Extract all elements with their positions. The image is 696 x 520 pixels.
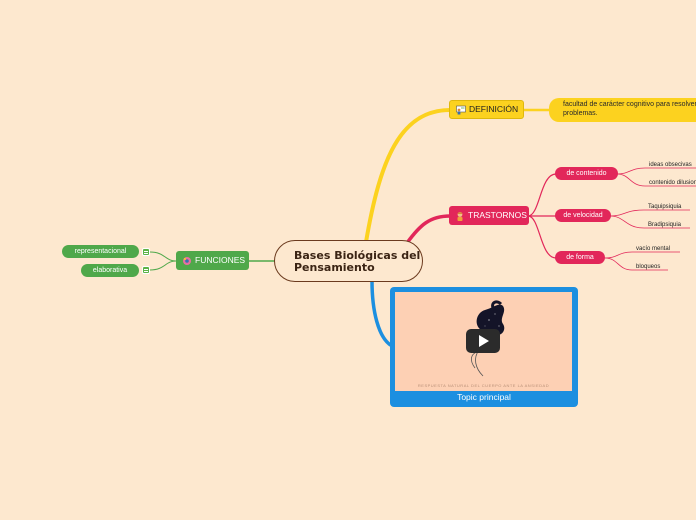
central-topic[interactable]: Bases Biológicas del Pensamiento (274, 240, 423, 282)
definicion-detail[interactable]: facultad de carácter cognitivo para reso… (549, 98, 696, 122)
link-video (370, 280, 394, 348)
video-caption: Topic principal (457, 392, 511, 402)
link-bloqueos (604, 257, 668, 271)
smoke-hand-illustration (471, 300, 505, 377)
video-thumbnail-text: RESPUESTA NATURAL DEL CUERPO ANTE LA ANS… (417, 383, 550, 388)
definicion-detail-text: facultad de carácter cognitivo para reso… (563, 101, 696, 117)
link-taqui (609, 209, 690, 217)
subtopic-de-forma[interactable]: de forma (555, 251, 605, 264)
leaf-ideas-obsecivas[interactable]: ideas obsecivas (649, 162, 692, 168)
topic-trastornos[interactable]: TRASTORNOS (449, 206, 529, 225)
person-board-icon (456, 105, 466, 114)
subtopic-elaborativa[interactable]: elaborativa (81, 264, 139, 277)
topic-funciones-label: FUNCIONES (195, 255, 246, 265)
topic-funciones[interactable]: FUNCIONES (176, 251, 249, 270)
link-representacional (149, 251, 177, 262)
topic-definicion-label: DEFINICIÓN (469, 104, 519, 114)
leaf-bradipsiquia[interactable]: Bradipsiquia (648, 222, 682, 228)
leaf-taquipsiquia[interactable]: Taquipsiquia (648, 204, 682, 210)
link-bradi (609, 215, 690, 229)
leaf-vacio-mental[interactable]: vacío mental (636, 246, 671, 252)
link-definicion (364, 108, 451, 243)
link-ideas (616, 167, 696, 175)
link-elaborativa (149, 260, 177, 271)
link-forma (527, 215, 557, 259)
video-topic[interactable]: RESPUESTA NATURAL DEL CUERPO ANTE LA ANS… (390, 287, 578, 407)
link-contenido (527, 173, 557, 217)
note-icon[interactable] (142, 248, 150, 256)
leaf-bloqueos[interactable]: bloqueos (636, 264, 661, 270)
link-vacio (604, 251, 680, 259)
subtopic-representacional[interactable]: representacional (62, 245, 139, 258)
brain-gear-icon (183, 256, 191, 265)
link-trastornos (405, 214, 451, 245)
person-confused-icon (457, 211, 463, 221)
topic-trastornos-label: TRASTORNOS (468, 210, 527, 220)
video-thumbnail[interactable]: RESPUESTA NATURAL DEL CUERPO ANTE LA ANS… (395, 292, 572, 391)
note-icon[interactable] (142, 266, 150, 274)
link-dilusional (616, 173, 696, 187)
subtopic-de-contenido[interactable]: de contenido (555, 167, 618, 180)
subtopic-de-velocidad[interactable]: de velocidad (555, 209, 611, 222)
leaf-contenido-dilusional[interactable]: contenido dilusional (649, 180, 696, 186)
play-icon[interactable] (466, 329, 500, 353)
topic-definicion[interactable]: DEFINICIÓN (449, 100, 524, 119)
